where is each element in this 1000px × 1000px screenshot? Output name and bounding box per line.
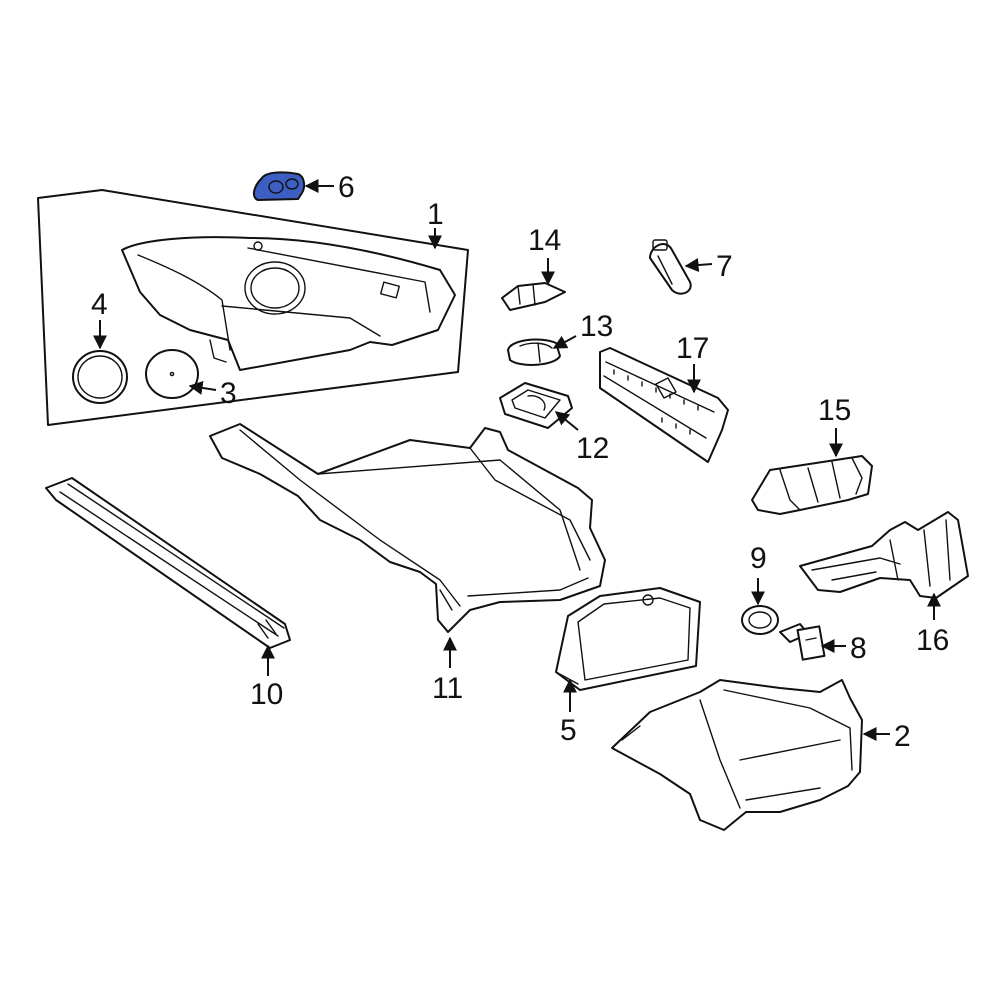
jack-holder-bracket[interactable] bbox=[799, 511, 969, 599]
floor-panel[interactable] bbox=[555, 587, 701, 691]
sill-trim-strip[interactable] bbox=[45, 477, 291, 649]
callout-6: 6 bbox=[338, 171, 355, 204]
callout-2: 2 bbox=[894, 720, 911, 753]
push-fastener[interactable] bbox=[779, 623, 826, 661]
speaker-grille-ring[interactable] bbox=[72, 350, 128, 404]
callout-17: 17 bbox=[676, 332, 709, 365]
callout-12: 12 bbox=[576, 432, 609, 465]
callout-7: 7 bbox=[716, 250, 733, 283]
callout-5: 5 bbox=[560, 714, 577, 747]
callout-9: 9 bbox=[750, 542, 767, 575]
leader-lines bbox=[93, 179, 941, 741]
callout-3: 3 bbox=[220, 377, 237, 410]
trunk-floor-liner[interactable] bbox=[209, 423, 606, 633]
quarter-trim-panel[interactable] bbox=[121, 236, 456, 371]
callout-8: 8 bbox=[850, 632, 867, 665]
grommet-ring[interactable] bbox=[741, 605, 779, 635]
hook-cover-part[interactable] bbox=[501, 282, 566, 311]
quarter-trim-assembly-group bbox=[37, 189, 469, 426]
callout-11: 11 bbox=[432, 672, 463, 705]
callout-4: 4 bbox=[91, 288, 108, 321]
callout-15: 15 bbox=[818, 394, 851, 427]
callout-1: 1 bbox=[427, 198, 444, 231]
callout-10: 10 bbox=[250, 678, 283, 711]
storage-bracket[interactable] bbox=[751, 455, 873, 515]
cap-part[interactable] bbox=[507, 338, 561, 366]
speaker-cover-disc[interactable] bbox=[145, 349, 199, 399]
callout-labels: 1 2 3 4 5 6 7 8 9 10 11 12 13 14 15 16 1… bbox=[91, 171, 949, 753]
callout-16: 16 bbox=[916, 624, 949, 657]
callout-13: 13 bbox=[580, 310, 613, 343]
trim-clip-part[interactable] bbox=[649, 239, 692, 295]
highlighted-trim-cap[interactable] bbox=[252, 171, 306, 202]
tie-down-bracket[interactable] bbox=[499, 382, 573, 429]
callout-14: 14 bbox=[528, 224, 561, 257]
sill-plate[interactable] bbox=[599, 347, 729, 463]
side-trim-panel[interactable] bbox=[611, 679, 863, 831]
